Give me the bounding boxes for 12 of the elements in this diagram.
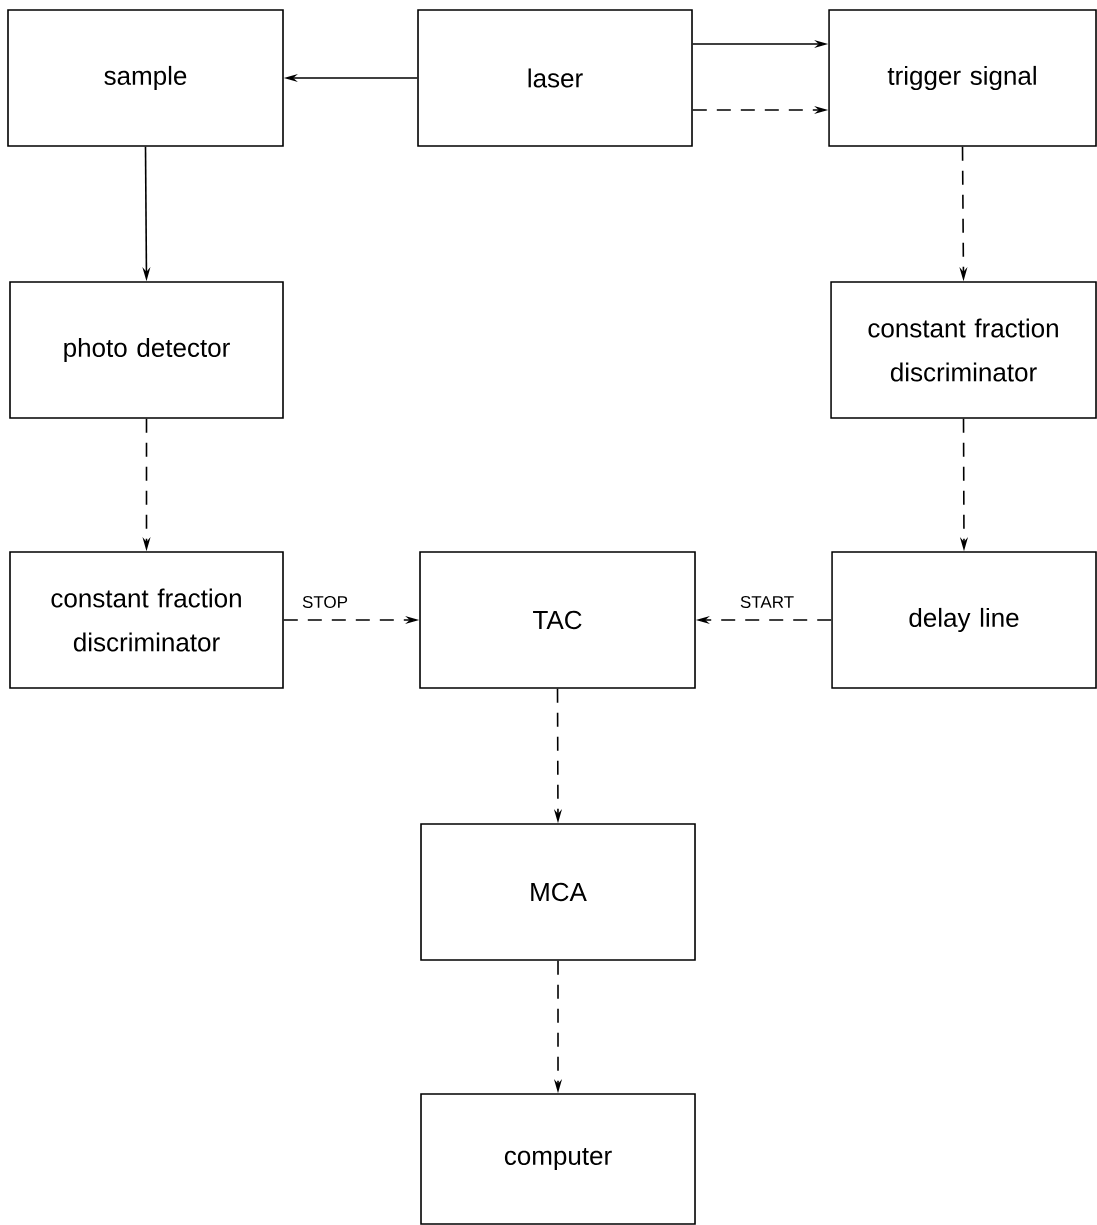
process-box: delay line	[831, 551, 1097, 689]
process-box: photo detector	[9, 281, 284, 419]
process-box: constant fraction discriminator	[9, 551, 284, 689]
process-box: trigger signal	[828, 9, 1097, 147]
process-box: laser	[417, 9, 693, 147]
process-box: computer	[420, 1093, 696, 1225]
process-box: TAC	[419, 551, 696, 689]
process-box: constant fraction discriminator	[830, 281, 1097, 419]
edge-label: START	[740, 596, 794, 609]
process-box: sample	[7, 9, 284, 147]
edge-label: STOP	[302, 596, 348, 609]
process-box: MCA	[420, 823, 696, 961]
